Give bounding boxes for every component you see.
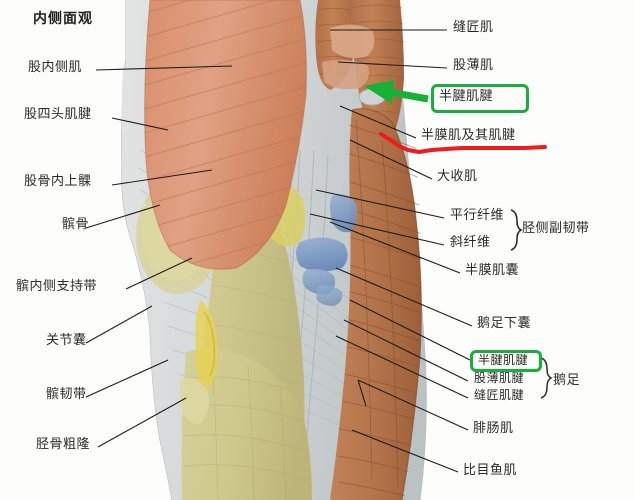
page-title: 内侧面观 (33, 11, 93, 27)
label-medial-femoral-epicondyle: 股骨内上髁 (24, 174, 92, 189)
cut-tendon-stumps (322, 24, 386, 106)
label-joint-capsule: 关节囊 (46, 333, 87, 348)
leader-lines-right (309, 29, 473, 473)
label-patella: 髌骨 (62, 217, 90, 232)
label-vastus-medialis: 股内侧肌 (28, 60, 83, 75)
semitendinosus-tendon-lower-box (470, 350, 542, 372)
label-gracilis-tendon: 股薄肌腱 (474, 371, 525, 385)
label-semimembranosus-bursa: 半膜肌囊 (465, 263, 520, 278)
label-sartorius-tendon: 缝匠肌腱 (474, 388, 525, 402)
label-pes-anserinus: 鹅足 (553, 373, 581, 388)
leader-lines-left (85, 65, 233, 448)
label-semimembranosus-and-tendon: 半膜肌及其肌腱 (421, 128, 516, 143)
label-tibial-collateral-ligament: 胫侧副韧带 (522, 221, 590, 236)
label-oblique-fibers: 斜纤维 (450, 235, 491, 250)
red-underline (379, 132, 547, 154)
tibia-bone (180, 348, 312, 500)
quadriceps-tendon (121, 60, 146, 208)
label-pes-anserine-bursa: 鹅足下囊 (477, 316, 532, 331)
label-adductor-magnus: 大收肌 (437, 169, 478, 184)
brace-tibial-collateral-ligament (510, 209, 523, 251)
semitendinosus-tendon-upper-box (431, 84, 529, 113)
label-gracilis: 股薄肌 (453, 58, 494, 73)
green-arrow (364, 80, 429, 104)
label-semitendinosus-tendon-upper: 半腱肌腱 (439, 89, 494, 104)
label-soleus: 比目鱼肌 (463, 463, 518, 478)
brace-pes-anserinus (540, 357, 553, 399)
bursae (296, 194, 358, 306)
label-tibial-tuberosity: 胫骨粗隆 (36, 437, 91, 452)
label-sartorius: 缝匠肌 (453, 20, 494, 35)
label-patellar-ligament: 髌韧带 (46, 387, 87, 402)
label-quadriceps-tendon: 股四头肌腱 (24, 107, 92, 122)
label-parallel-fibers: 平行纤维 (450, 208, 505, 223)
label-medial-patellar-retinaculum: 髌内侧支持带 (16, 279, 98, 294)
label-gastrocnemius: 腓肠肌 (473, 421, 514, 436)
label-semitendinosus-tendon: 半腱肌腱 (478, 353, 529, 367)
